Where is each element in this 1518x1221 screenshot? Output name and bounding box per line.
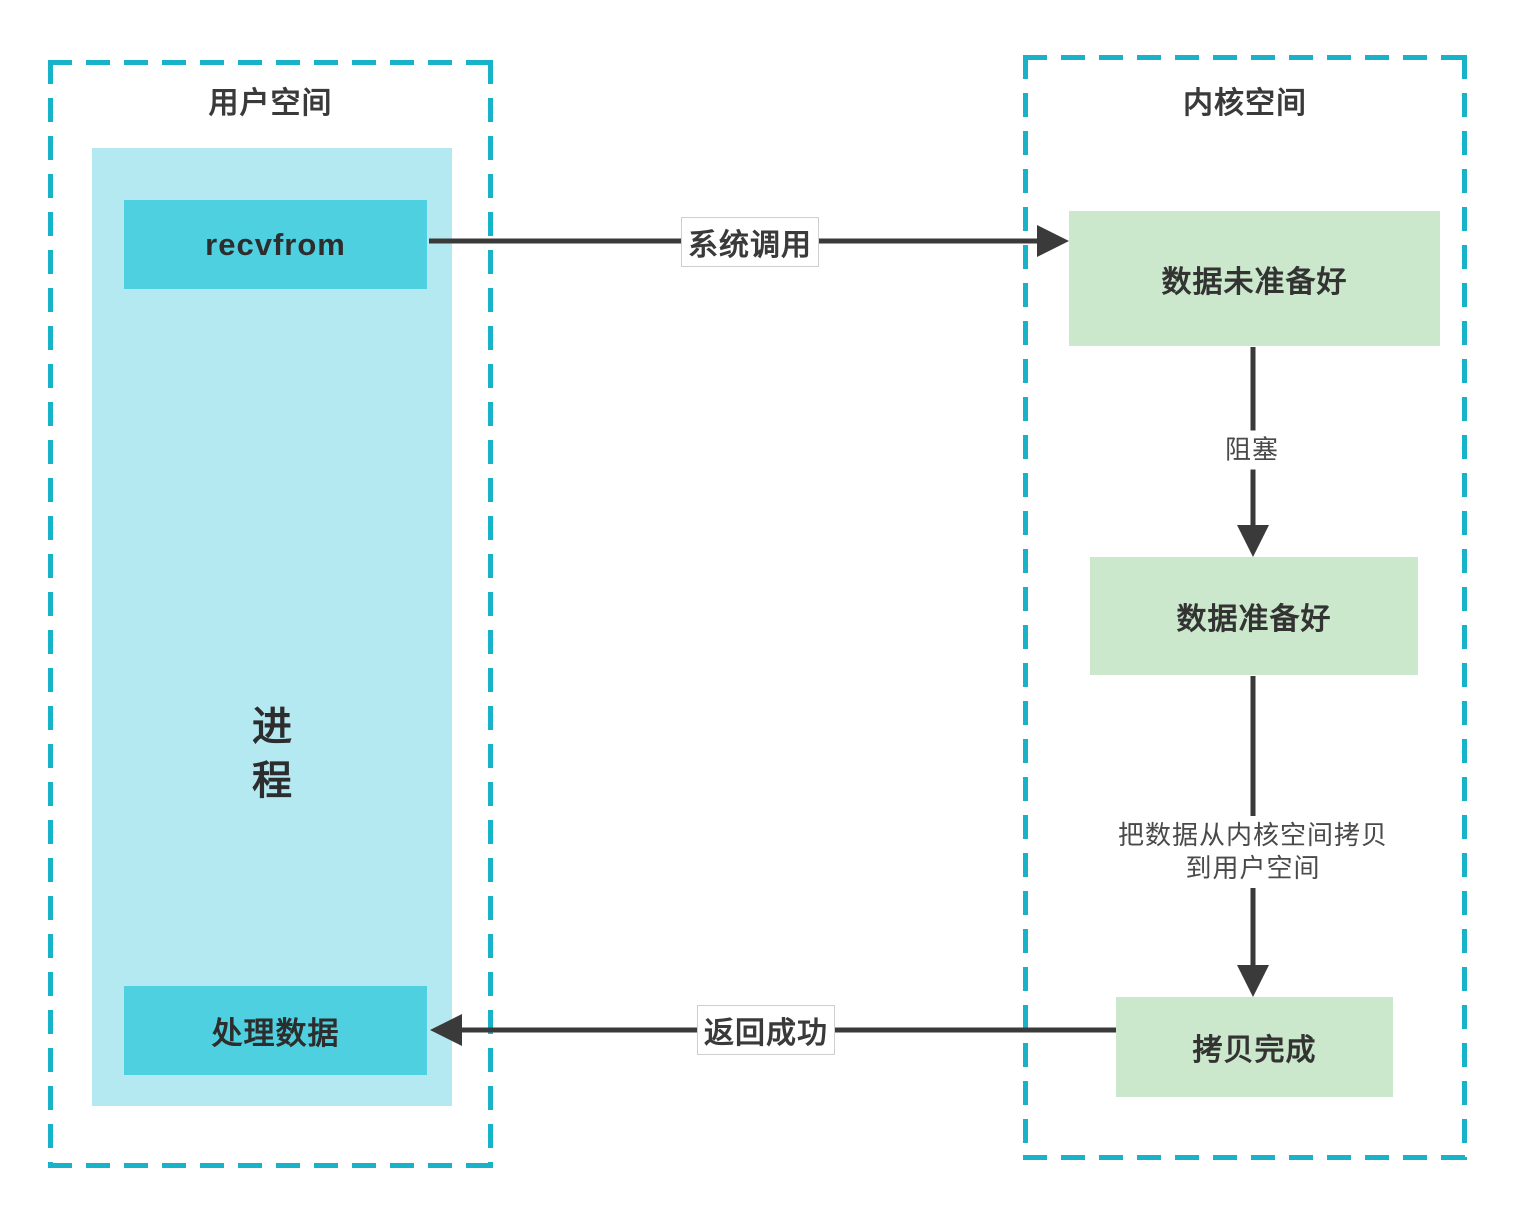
data-ready-box: 数据准备好 <box>1090 557 1418 675</box>
copy-data-label: 把数据从内核空间拷贝 到用户空间 <box>1109 816 1397 888</box>
block-label: 阻塞 <box>1216 430 1288 470</box>
process-label-line2: 程 <box>252 759 292 803</box>
kernel-space-title: 内核空间 <box>1183 87 1307 120</box>
data-not-ready-label: 数据未准备好 <box>1161 265 1348 299</box>
process-data-label: 处理数据 <box>211 1016 340 1051</box>
data-not-ready-box: 数据未准备好 <box>1069 211 1440 346</box>
process-data-box: 处理数据 <box>124 986 427 1075</box>
system-call-label: 系统调用 <box>681 217 819 267</box>
data-ready-label: 数据准备好 <box>1176 603 1332 636</box>
return-success-label: 返回成功 <box>697 1005 835 1055</box>
copy-complete-label: 拷贝完成 <box>1192 1034 1317 1067</box>
copy-complete-box: 拷贝完成 <box>1116 997 1393 1097</box>
process-box: 进 程 <box>92 148 452 1106</box>
recvfrom-label: recvfrom <box>205 226 346 262</box>
user-space-title: 用户空间 <box>208 87 333 120</box>
copy-data-label-line2: 到用户空间 <box>1185 853 1321 883</box>
copy-data-label-line1: 把数据从内核空间拷贝 <box>1117 820 1389 850</box>
recvfrom-box: recvfrom <box>124 200 427 289</box>
process-label: 进 程 <box>92 700 452 808</box>
process-label-line1: 进 <box>252 705 292 749</box>
